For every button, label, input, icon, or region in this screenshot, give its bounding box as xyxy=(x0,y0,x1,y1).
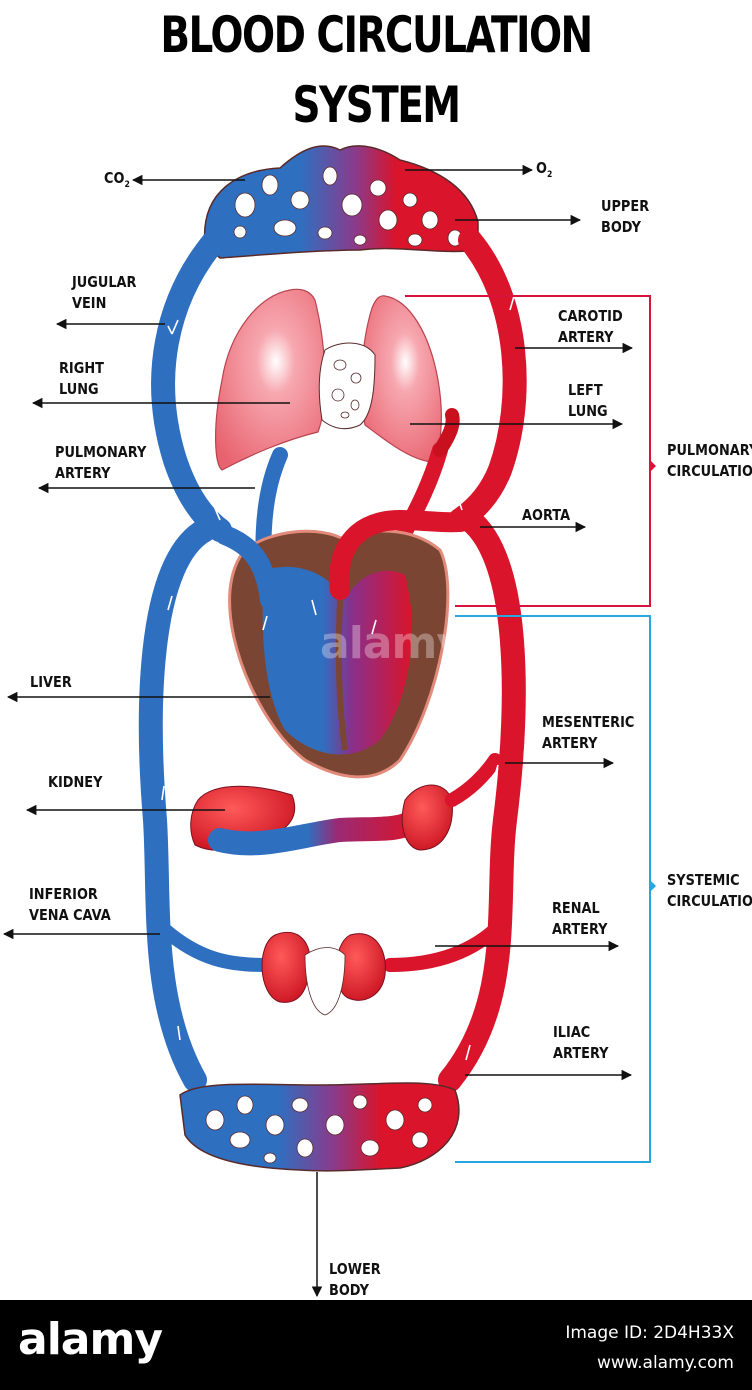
pulmonary-circulation-label: PULMONARYCIRCULATION xyxy=(667,441,752,480)
kidney-artery-link xyxy=(383,918,507,972)
systemic-bracket xyxy=(455,615,651,1163)
site-url[interactable]: www.alamy.com xyxy=(596,1353,734,1373)
pulmonary-bracket xyxy=(405,295,651,607)
page-title: BLOOD CIRCULATION SYSTEM xyxy=(160,6,593,134)
footer-bar: alamy Image ID: 2D4H33X www.alamy.com xyxy=(0,1300,752,1390)
o2-label: O2 xyxy=(536,159,553,180)
upper-artery-loop xyxy=(448,228,527,532)
alamy-logo[interactable]: alamy xyxy=(18,1314,163,1365)
image-id: Image ID: 2D4H33X xyxy=(565,1323,734,1343)
right-lung xyxy=(215,288,326,471)
liver-label: LIVER xyxy=(30,673,72,691)
aorta-label: AORTA xyxy=(522,506,571,524)
kidney-label: KIDNEY xyxy=(48,773,103,791)
image-info: Image ID: 2D4H33X www.alamy.com xyxy=(565,1318,734,1378)
co2-label: CO2 xyxy=(104,169,130,190)
watermark: alamy xyxy=(320,618,465,669)
mesenteric-link xyxy=(445,753,502,807)
descending-aorta xyxy=(438,508,526,1092)
pulmonary-vein-end xyxy=(433,408,460,457)
kidney-vein-link xyxy=(158,923,272,972)
systemic-bracket-tick xyxy=(650,880,656,892)
intestine xyxy=(401,784,453,851)
left-kidney-organ xyxy=(261,931,311,1003)
circulation-diagram xyxy=(2,145,656,1298)
aortic-arch xyxy=(329,509,480,600)
vena-cava-entry xyxy=(215,525,280,610)
diagram: BLOOD CIRCULATION SYSTEM xyxy=(2,6,752,1299)
mediastinum xyxy=(318,342,376,430)
inferior-vena-cava xyxy=(138,518,217,1092)
upper-capillary-bed xyxy=(203,145,479,259)
left-lung xyxy=(360,295,442,463)
heart-septum xyxy=(335,599,348,751)
pulmonary-bracket-tick xyxy=(650,460,656,472)
systemic-circulation-label: SYSTEMICCIRCULATION xyxy=(667,871,752,910)
upper-vein-loop xyxy=(151,228,232,542)
gut-connection xyxy=(208,808,427,856)
kidney-center xyxy=(304,947,346,1016)
